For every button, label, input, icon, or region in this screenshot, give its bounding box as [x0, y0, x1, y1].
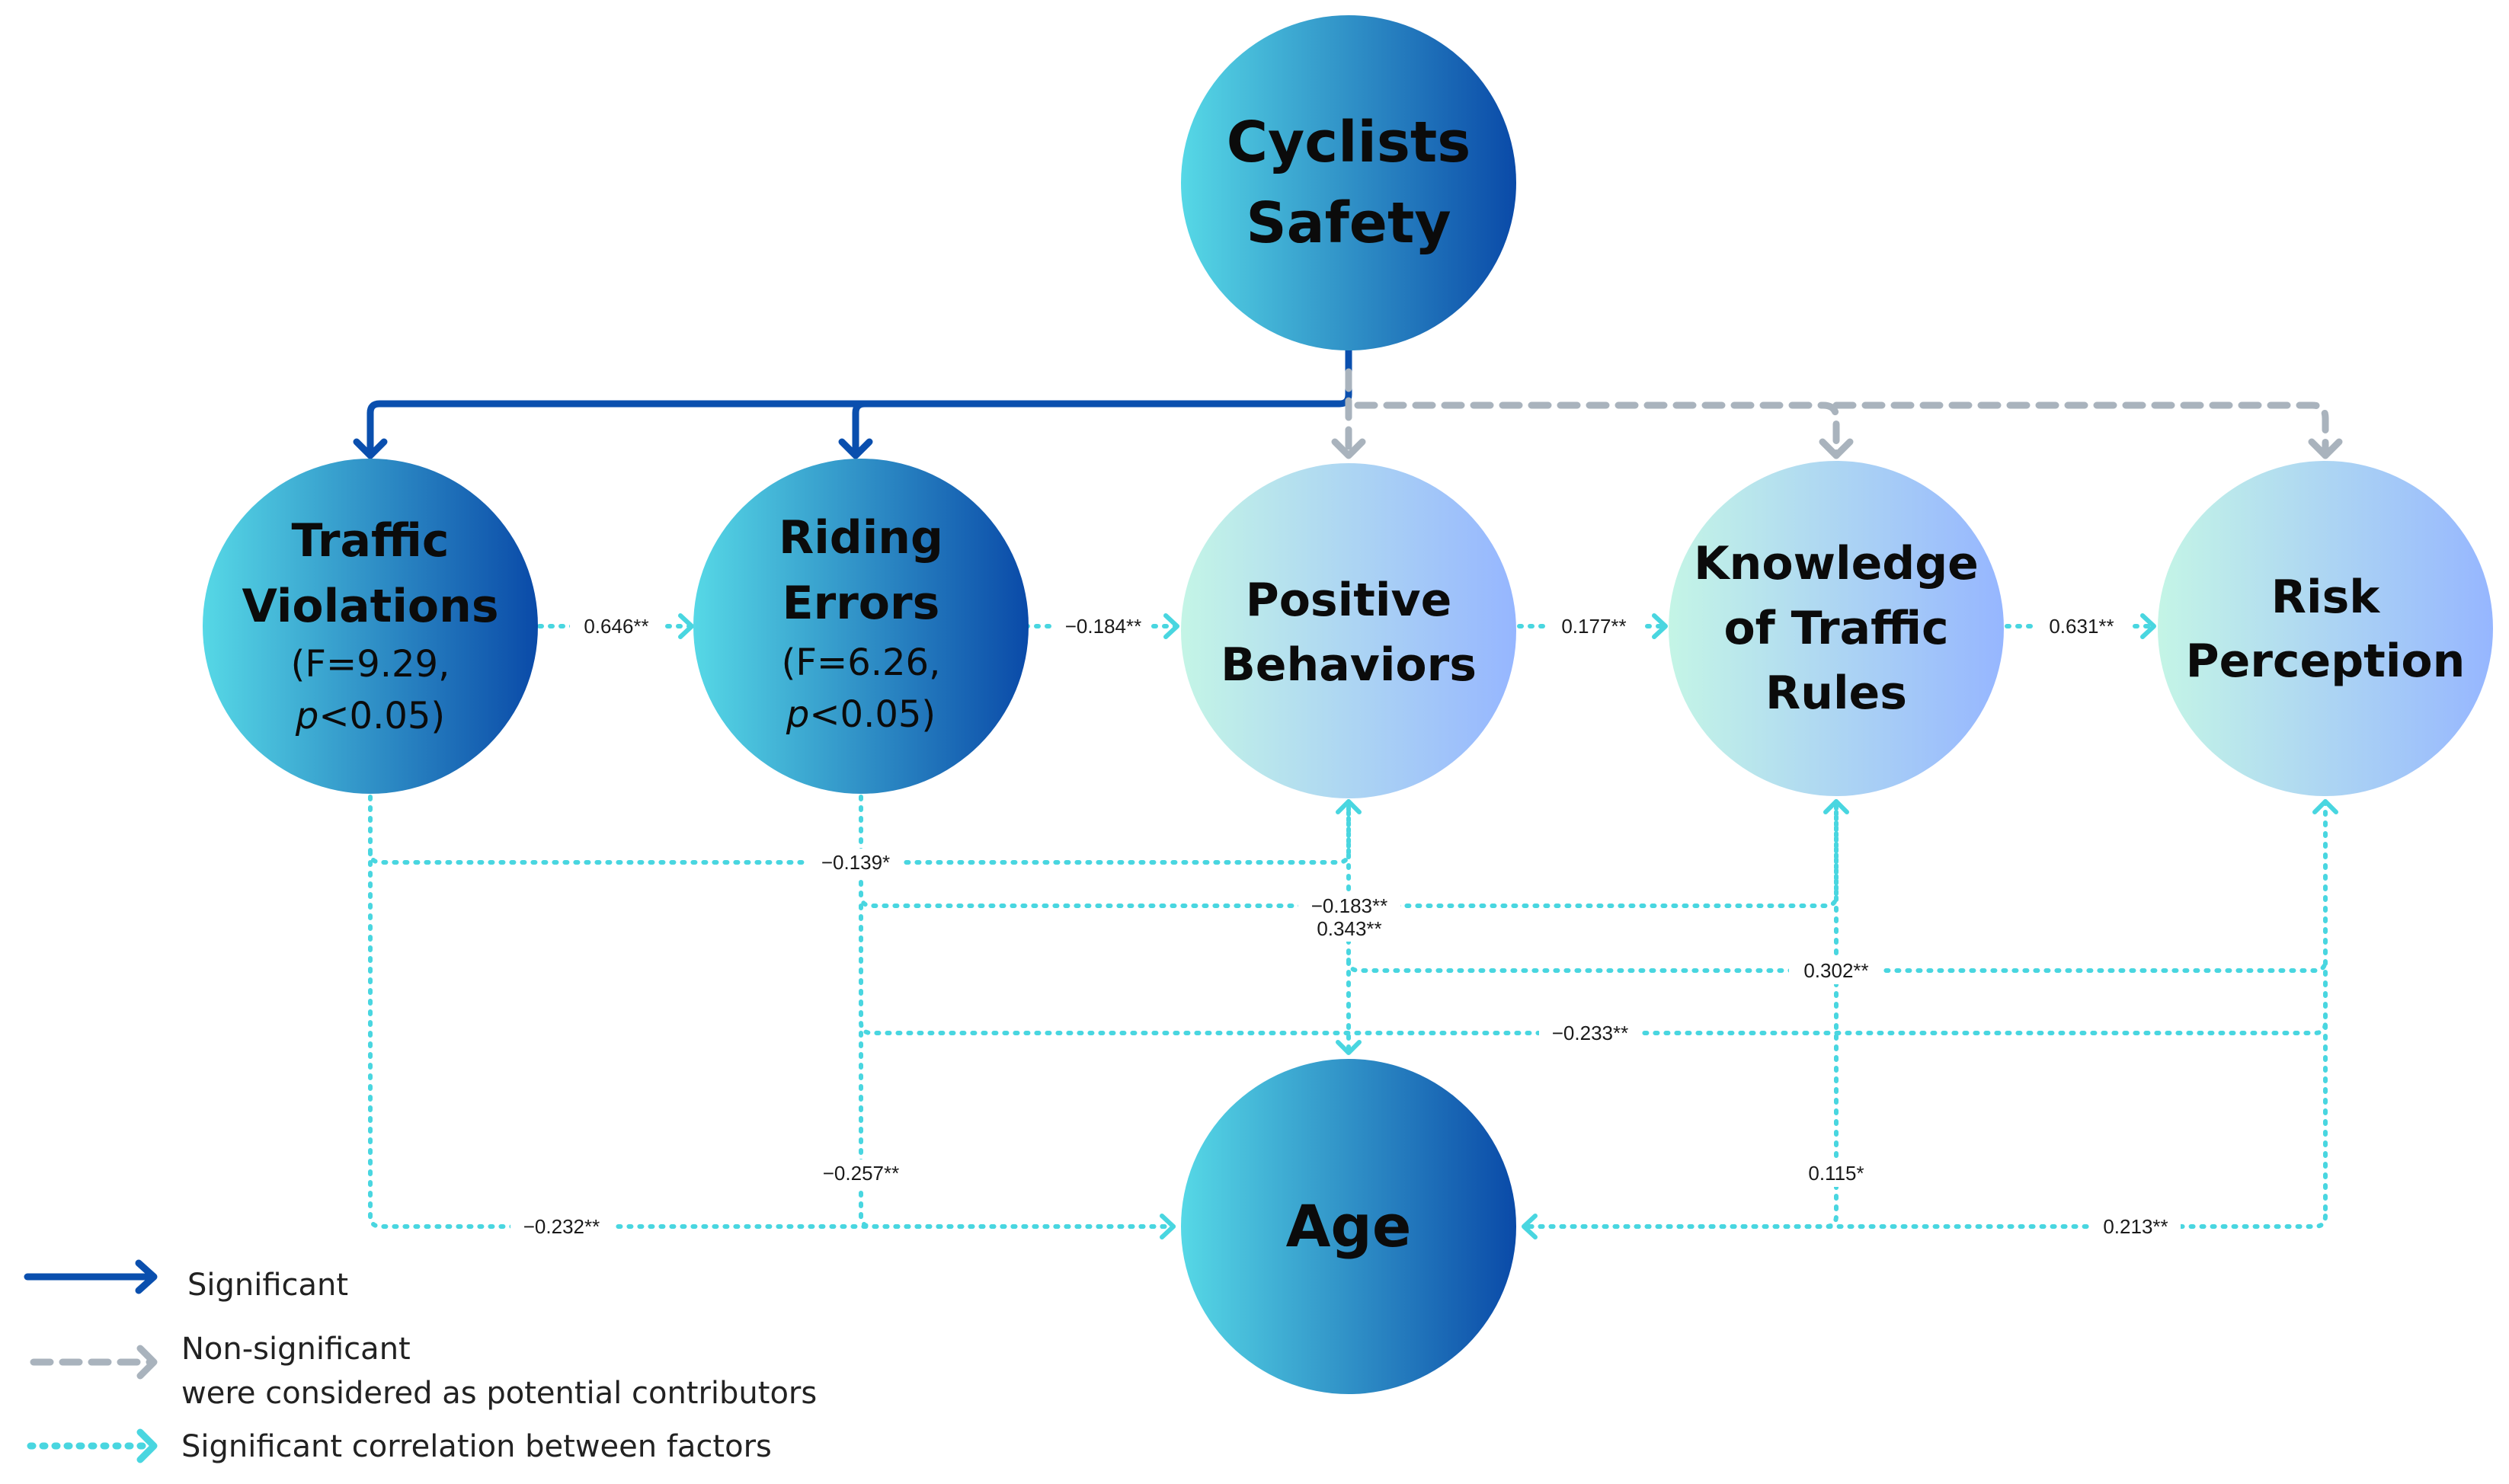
node-p-value: p<0.05): [295, 695, 445, 737]
node-circle: [1669, 461, 2004, 796]
coef-knowledge-age: 0.115*: [1792, 1159, 1880, 1187]
node-label-line1: Positive: [1246, 574, 1452, 627]
legend-label-significant: Significant: [187, 1268, 348, 1303]
svg-text:−0.183**: −0.183**: [1311, 894, 1387, 917]
arrowhead-corr-age-left: [1160, 1214, 1176, 1239]
svg-text:0.646**: 0.646**: [584, 615, 648, 638]
svg-text:−0.139*: −0.139*: [821, 851, 890, 874]
node-label-line2: Perception: [2186, 635, 2466, 688]
svg-text:0.631**: 0.631**: [2049, 615, 2114, 638]
svg-text:−0.257**: −0.257**: [823, 1162, 899, 1185]
node-positive-behaviors: Positive Behaviors: [1181, 463, 1516, 798]
path-safety-errors: [852, 400, 869, 459]
coef-errors-positive: −0.184**: [1055, 612, 1151, 639]
legend-label-non-significant: Non-significant: [181, 1332, 411, 1367]
node-traffic-violations: Traffic Violations (F=9.29, p<0.05): [203, 459, 538, 794]
arrowhead-corr-age-right: [1522, 1214, 1538, 1239]
node-label-line2: Safety: [1246, 190, 1451, 256]
corr-errors-risk: [859, 904, 2328, 1035]
corr-errors-age: [859, 1031, 1176, 1229]
node-label-line2: Behaviors: [1221, 638, 1477, 692]
coefficient-labels: 0.646** −0.184** 0.177** 0.631** −0.139*…: [510, 612, 2181, 1240]
significant-paths: [353, 345, 1352, 459]
node-knowledge-traffic-rules: Knowledge of Traffic Rules: [1669, 461, 2004, 796]
node-label-line2: of Traffic: [1723, 602, 1948, 655]
svg-text:0.343**: 0.343**: [1317, 917, 1381, 940]
node-circle: [1181, 463, 1516, 798]
node-label-line1: Riding: [779, 511, 943, 564]
node-circle: [2158, 461, 2493, 796]
arrowhead-corr-positive: [1163, 613, 1179, 639]
svg-text:0.302**: 0.302**: [1803, 959, 1868, 982]
coef-violations-age: −0.232**: [510, 1213, 613, 1240]
node-circle: [1181, 1059, 1516, 1394]
node-label-line1: Cyclists: [1227, 110, 1471, 175]
node-label-line2: Violations: [242, 580, 498, 633]
coef-errors-knowledge: −0.183**: [1298, 892, 1400, 920]
legend-label-correlation: Significant correlation between factors: [181, 1429, 772, 1464]
arrowhead-violations: [353, 438, 388, 459]
corr-knowledge-age: [1522, 799, 1839, 1229]
node-label-line2: Errors: [782, 577, 940, 630]
coef-positive-knowledge: 0.177**: [1547, 612, 1641, 639]
svg-text:0.115*: 0.115*: [1808, 1162, 1864, 1185]
legend-arrowhead-non-significant: [136, 1345, 158, 1380]
arrowhead-risk-ns: [2308, 438, 2343, 459]
arrowhead-corr-age-top: [1336, 1040, 1362, 1055]
node-riding-errors: Riding Errors (F=6.26, p<0.05): [693, 459, 1029, 794]
node-label-line3: Rules: [1765, 667, 1907, 720]
svg-text:0.213**: 0.213**: [2103, 1215, 2168, 1238]
coef-positive-age: 0.343**: [1304, 916, 1394, 942]
coef-risk-age: 0.213**: [2091, 1213, 2181, 1240]
legend-arrowhead-significant: [135, 1259, 158, 1294]
legend-arrowhead-correlation: [136, 1428, 158, 1463]
svg-text:−0.233**: −0.233**: [1552, 1022, 1628, 1044]
arrowhead-corr-knowledge: [1652, 613, 1668, 639]
arrowhead-errors: [838, 438, 873, 459]
legend-significant: Significant: [24, 1259, 348, 1303]
coef-errors-risk: −0.233**: [1539, 1019, 1641, 1047]
arrowhead-knowledge-ns: [1819, 438, 1854, 459]
node-circle: [1181, 15, 1516, 350]
node-stat: (F=6.26,: [782, 641, 941, 684]
node-circle: [693, 459, 1029, 794]
svg-text:−0.184**: −0.184**: [1065, 615, 1141, 638]
arrowhead-corr-knowledge-bottom: [1823, 799, 1849, 814]
svg-text:0.177**: 0.177**: [1561, 615, 1626, 638]
legend-non-significant: Non-significant were considered as poten…: [30, 1332, 817, 1411]
node-cyclists-safety: Cyclists Safety: [1181, 15, 1516, 350]
legend-label-non-significant-note: were considered as potential contributor…: [181, 1376, 817, 1411]
node-label: Age: [1286, 1192, 1412, 1260]
legend: Significant Non-significant were conside…: [24, 1259, 817, 1464]
non-significant-paths: [1331, 368, 2343, 459]
node-label-line1: Traffic: [292, 514, 450, 568]
coef-errors-age: −0.257**: [812, 1159, 910, 1187]
node-label-line1: Risk: [2271, 571, 2381, 624]
arrowhead-corr-risk-bottom: [2312, 799, 2338, 814]
coef-positive-risk: 0.302**: [1789, 957, 1883, 984]
arrowhead-corr-risk: [2140, 613, 2156, 639]
coef-violations-positive: −0.139*: [808, 849, 904, 876]
node-age: Age: [1181, 1059, 1516, 1394]
node-stat: (F=9.29,: [291, 643, 450, 686]
arrowhead-corr-errors: [678, 613, 694, 639]
svg-text:−0.232**: −0.232**: [523, 1215, 600, 1238]
node-p-value: p<0.05): [786, 693, 936, 736]
arrowhead-positive-ns: [1331, 438, 1366, 459]
node-label-line1: Knowledge: [1694, 537, 1979, 590]
coef-knowledge-risk: 0.631**: [2034, 612, 2129, 639]
legend-correlation: Significant correlation between factors: [27, 1428, 772, 1464]
arrowhead-corr-positive-bottom: [1336, 799, 1362, 814]
path-safety-knowledge: [1354, 401, 1840, 459]
corr-risk-age: [1522, 1214, 2328, 1229]
node-circle: [203, 459, 538, 794]
path-safety-risk: [1832, 401, 2329, 459]
coef-violations-errors: 0.646**: [570, 612, 663, 639]
node-risk-perception: Risk Perception: [2158, 461, 2493, 796]
corr-violations-age: [368, 849, 1176, 1229]
